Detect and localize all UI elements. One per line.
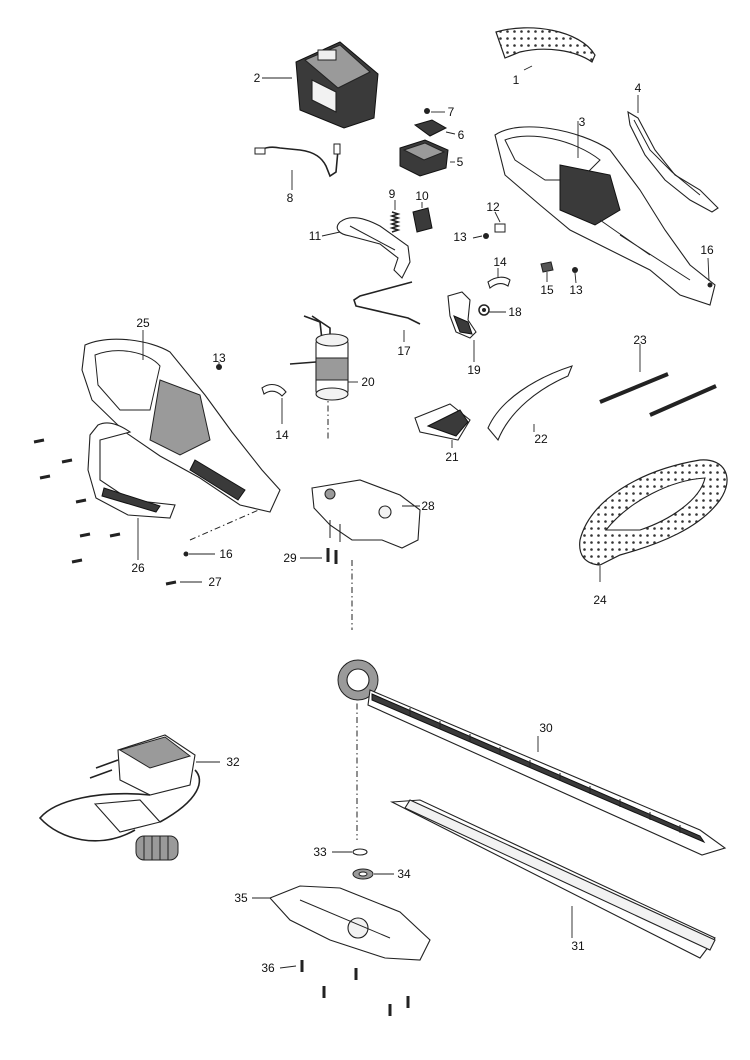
part-17-linkage-rod bbox=[353, 281, 421, 342]
part-21-end-cap bbox=[414, 403, 471, 448]
label-part-14-b: 14 bbox=[275, 428, 289, 442]
part-20-motor bbox=[289, 315, 358, 401]
part-15-nut bbox=[540, 261, 554, 282]
part-31-blade-cover bbox=[389, 799, 716, 959]
part-32-charger bbox=[38, 734, 220, 861]
part-27-screws bbox=[33, 438, 202, 586]
label-part-30: 30 bbox=[539, 721, 553, 735]
part-7-screw bbox=[424, 108, 445, 114]
part-2-battery bbox=[262, 41, 379, 129]
label-part-16-b: 16 bbox=[219, 547, 233, 561]
label-part-8: 8 bbox=[287, 191, 294, 205]
assembly-axis bbox=[189, 392, 358, 840]
label-part-21: 21 bbox=[445, 450, 459, 464]
label-part-12: 12 bbox=[486, 200, 500, 214]
label-part-22: 22 bbox=[534, 432, 548, 446]
label-part-4: 4 bbox=[635, 81, 642, 95]
label-part-10: 10 bbox=[415, 189, 429, 203]
label-part-24: 24 bbox=[593, 593, 607, 607]
part-25-housing-left bbox=[81, 330, 281, 513]
part-24-front-handle bbox=[579, 459, 728, 582]
part-6-contact-plate bbox=[413, 119, 456, 137]
label-part-23: 23 bbox=[633, 333, 647, 347]
label-part-25: 25 bbox=[136, 316, 150, 330]
label-part-16-a: 16 bbox=[700, 243, 714, 257]
label-part-32: 32 bbox=[226, 755, 240, 769]
label-part-29: 29 bbox=[283, 551, 297, 565]
label-part-11: 11 bbox=[309, 229, 322, 243]
part-23-long-bolts bbox=[599, 344, 717, 417]
part-34-bearing bbox=[352, 868, 394, 880]
part-14-clips bbox=[261, 268, 511, 424]
label-part-7: 7 bbox=[448, 105, 455, 119]
part-10-micro-switch bbox=[412, 202, 433, 233]
part-12-small-plate bbox=[494, 211, 506, 233]
label-part-33: 33 bbox=[313, 845, 327, 859]
part-18-torsion-spring bbox=[478, 304, 506, 316]
part-labels: 1 2 3 4 5 6 7 8 9 10 11 12 13 13 13 14 1… bbox=[131, 71, 714, 975]
part-3-housing-right bbox=[494, 121, 716, 306]
part-11-trigger-lever bbox=[321, 217, 411, 279]
part-13-screws bbox=[216, 233, 578, 370]
label-part-9: 9 bbox=[389, 187, 396, 201]
label-part-26: 26 bbox=[131, 561, 145, 575]
label-part-13-a: 13 bbox=[453, 230, 467, 244]
label-part-13-b: 13 bbox=[569, 283, 583, 297]
label-part-14-a: 14 bbox=[493, 255, 507, 269]
label-part-3: 3 bbox=[579, 115, 586, 129]
part-16-small-screws bbox=[183, 257, 713, 557]
part-28-gearbox-housing bbox=[311, 479, 421, 549]
label-part-19: 19 bbox=[467, 363, 481, 377]
label-part-31: 31 bbox=[571, 939, 585, 953]
label-part-35: 35 bbox=[234, 891, 248, 905]
part-26-logo-trim bbox=[87, 422, 176, 560]
label-part-2: 2 bbox=[254, 71, 261, 85]
label-part-36: 36 bbox=[261, 961, 275, 975]
label-part-6: 6 bbox=[458, 128, 465, 142]
part-30-blade-assembly bbox=[337, 659, 727, 856]
part-29-screws bbox=[300, 548, 338, 564]
part-5-switch-block bbox=[399, 139, 455, 177]
label-part-18: 18 bbox=[508, 305, 522, 319]
part-4-trim-strip bbox=[627, 95, 719, 213]
part-19-safety-lever bbox=[447, 291, 477, 362]
label-part-17: 17 bbox=[397, 344, 411, 358]
part-8-wire-harness bbox=[254, 143, 341, 190]
part-22-guard-plate bbox=[487, 365, 573, 442]
label-part-20: 20 bbox=[361, 375, 375, 389]
label-part-13-c: 13 bbox=[212, 351, 226, 365]
part-9-spring bbox=[389, 200, 401, 233]
label-part-5: 5 bbox=[457, 155, 464, 169]
label-part-1: 1 bbox=[513, 73, 520, 87]
part-36-screws bbox=[279, 960, 410, 1016]
part-33-washer bbox=[332, 848, 368, 856]
label-part-28: 28 bbox=[421, 499, 435, 513]
part-35-lower-cover bbox=[252, 885, 431, 961]
label-part-27: 27 bbox=[208, 575, 222, 589]
part-1-grip-cover bbox=[495, 27, 596, 71]
label-part-15: 15 bbox=[540, 283, 554, 297]
label-part-34: 34 bbox=[397, 867, 411, 881]
